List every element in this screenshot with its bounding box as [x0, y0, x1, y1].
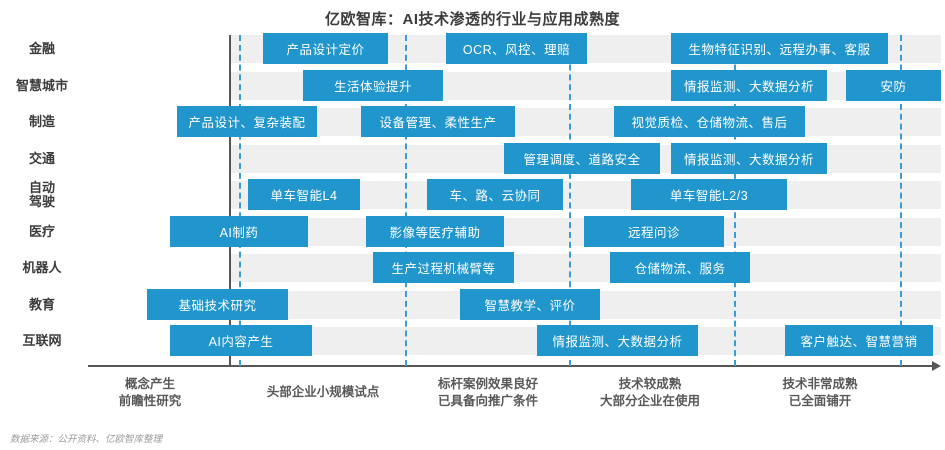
row-label-line: 制造 [28, 114, 55, 129]
row-label-交通: 交通 [0, 150, 84, 166]
row-label-line: 教育 [28, 296, 55, 312]
source-note: 数据来源：公开资料、亿欧智库整理 [10, 434, 163, 445]
row-label-制造: 制造 [0, 115, 84, 129]
application-box: 智慧教学、评价 [460, 288, 600, 320]
stage-gridline [405, 35, 407, 366]
row-label-line: 智慧城市 [15, 77, 68, 93]
stage-label: 标杆案例效果良好已具备向推广条件 [438, 376, 538, 410]
application-box: OCR、风控、理赔 [446, 33, 587, 64]
row-label-互联网: 互联网 [0, 334, 84, 348]
x-axis-arrow-icon [932, 361, 941, 371]
stage-gridline [569, 35, 571, 366]
row-label-教育: 教育 [0, 296, 84, 312]
application-box: 影像等医疗辅助 [366, 215, 504, 247]
stage-label: 技术非常成熟已全面铺开 [782, 376, 857, 410]
stage-label-line: 技术较成熟 [618, 377, 682, 391]
stage-label: 概念产生前瞻性研究 [119, 376, 182, 410]
row-label-line: 互联网 [22, 333, 62, 348]
application-box: 客户触达、智慧营销 [785, 325, 933, 356]
application-box: 车、路、云协同 [427, 179, 563, 210]
stage-label-line: 已全面铺开 [788, 394, 852, 408]
application-box: 生物特征识别、远程办事、客服 [671, 33, 888, 64]
application-box: 单车智能L4 [248, 179, 360, 210]
application-box: 基础技术研究 [147, 288, 288, 320]
stage-label-line: 概念产生 [124, 377, 176, 391]
stage-label-line: 前瞻性研究 [118, 394, 182, 408]
stage-gridline [239, 35, 241, 366]
stage-label-line: 头部企业小规模试点 [266, 385, 380, 399]
application-box: 情报监测、大数据分析 [537, 325, 698, 356]
application-box: 生活体验提升 [303, 69, 443, 101]
row-label-金融: 金融 [0, 42, 84, 56]
application-box: AI内容产生 [170, 325, 312, 356]
application-box: 远程问诊 [584, 215, 724, 247]
row-label-自动驾驶: 自动驾驶 [0, 181, 84, 209]
application-box: AI制药 [170, 215, 308, 247]
row-label-医疗: 医疗 [0, 223, 84, 239]
stage-label-line: 已具备向推广条件 [437, 394, 539, 408]
application-box: 单车智能L2/3 [631, 179, 787, 210]
row-label-line: 机器人 [22, 260, 62, 275]
row-label-line: 金融 [28, 41, 55, 56]
stage-label-line: 技术非常成熟 [782, 377, 858, 391]
stage-label-line: 大部分企业在使用 [599, 394, 701, 408]
application-box: 设备管理、柔性生产 [361, 106, 515, 137]
application-box: 生产过程机械臂等 [373, 252, 514, 283]
y-axis-line [229, 35, 231, 367]
application-box: 仓储物流、服务 [610, 252, 750, 283]
stage-label: 头部企业小规模试点 [267, 384, 380, 401]
stage-gridline [900, 35, 902, 366]
row-label-line: 驾驶 [28, 194, 55, 209]
application-box: 产品设计定价 [263, 33, 388, 64]
application-box: 情报监测、大数据分析 [671, 69, 827, 101]
row-label-机器人: 机器人 [0, 261, 84, 275]
stage-label: 技术较成熟大部分企业在使用 [600, 376, 700, 410]
chart-title: 亿欧智库：AI技术渗透的行业与应用成熟度 [324, 11, 620, 28]
application-box: 视觉质检、仓储物流、售后 [614, 106, 805, 137]
application-box: 情报监测、大数据分析 [671, 142, 827, 174]
application-box: 安防 [846, 69, 941, 101]
row-band [231, 108, 941, 136]
application-box: 产品设计、复杂装配 [177, 106, 317, 137]
x-axis-line [88, 365, 933, 367]
application-box: 管理调度、道路安全 [504, 142, 660, 174]
row-label-line: 交通 [28, 150, 55, 166]
row-label-line: 自动 [28, 180, 55, 195]
row-label-智慧城市: 智慧城市 [0, 77, 84, 93]
row-band [231, 254, 941, 282]
row-label-line: 医疗 [28, 223, 55, 239]
stage-label-line: 标杆案例效果良好 [437, 377, 539, 391]
